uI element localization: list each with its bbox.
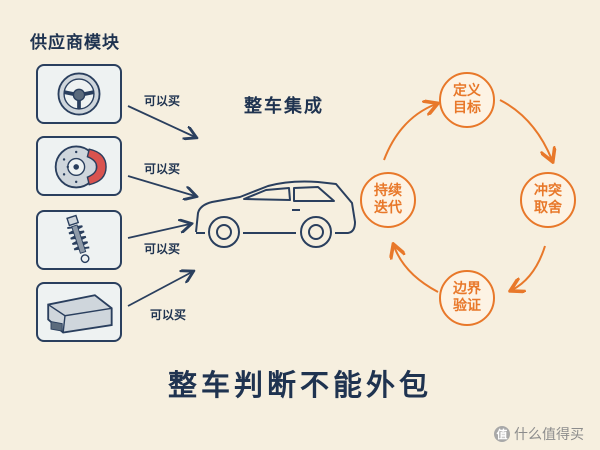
main-title: 整车判断不能外包 xyxy=(167,368,432,402)
cycle-arrow-2 xyxy=(512,245,546,290)
node-line: 冲突 xyxy=(534,183,562,199)
cycle-node-tradeoff: 冲突 取舍 xyxy=(520,172,576,228)
watermark-text: 什么值得买 xyxy=(514,427,584,443)
ecu-icon xyxy=(47,294,113,334)
integration-title: 整车集成 xyxy=(244,96,324,117)
shock-absorber-icon xyxy=(66,214,90,264)
module-card-steering xyxy=(36,64,122,124)
cycle-arrow-3 xyxy=(394,246,439,293)
cycle-node-define-goal: 定义 目标 xyxy=(439,72,495,128)
node-line: 验证 xyxy=(453,298,481,314)
node-line: 边界 xyxy=(453,281,481,297)
cycle-arrow-1 xyxy=(499,99,552,160)
car-icon xyxy=(195,180,356,248)
buy-arrow-3 xyxy=(127,224,190,239)
node-line: 取舍 xyxy=(534,200,562,216)
buy-label-1: 可以买 xyxy=(144,94,181,108)
supplier-title: 供应商模块 xyxy=(30,33,120,53)
node-line: 持续 xyxy=(374,183,402,199)
buy-arrow-4 xyxy=(127,272,192,307)
node-line: 定义 xyxy=(453,83,481,99)
cycle-arrow-4 xyxy=(383,104,436,161)
watermark-logo-icon: 值 xyxy=(494,426,510,442)
steering-wheel-icon xyxy=(57,72,101,116)
node-line: 迭代 xyxy=(374,200,402,216)
node-line: 目标 xyxy=(453,100,481,116)
buy-label-3: 可以买 xyxy=(144,242,181,256)
brake-disc-icon xyxy=(54,145,107,189)
buy-label-4: 可以买 xyxy=(150,308,187,322)
cycle-node-iteration: 持续 迭代 xyxy=(360,172,416,228)
buy-arrow-2 xyxy=(127,175,195,196)
cycle-node-boundary-validation: 边界 验证 xyxy=(439,270,495,326)
watermark: 值 什么值得买 xyxy=(494,424,584,444)
buy-label-2: 可以买 xyxy=(144,162,181,176)
module-card-brake xyxy=(36,136,122,196)
module-card-ecu xyxy=(36,282,122,342)
buy-arrow-1 xyxy=(127,105,195,137)
module-card-shock xyxy=(36,210,122,270)
